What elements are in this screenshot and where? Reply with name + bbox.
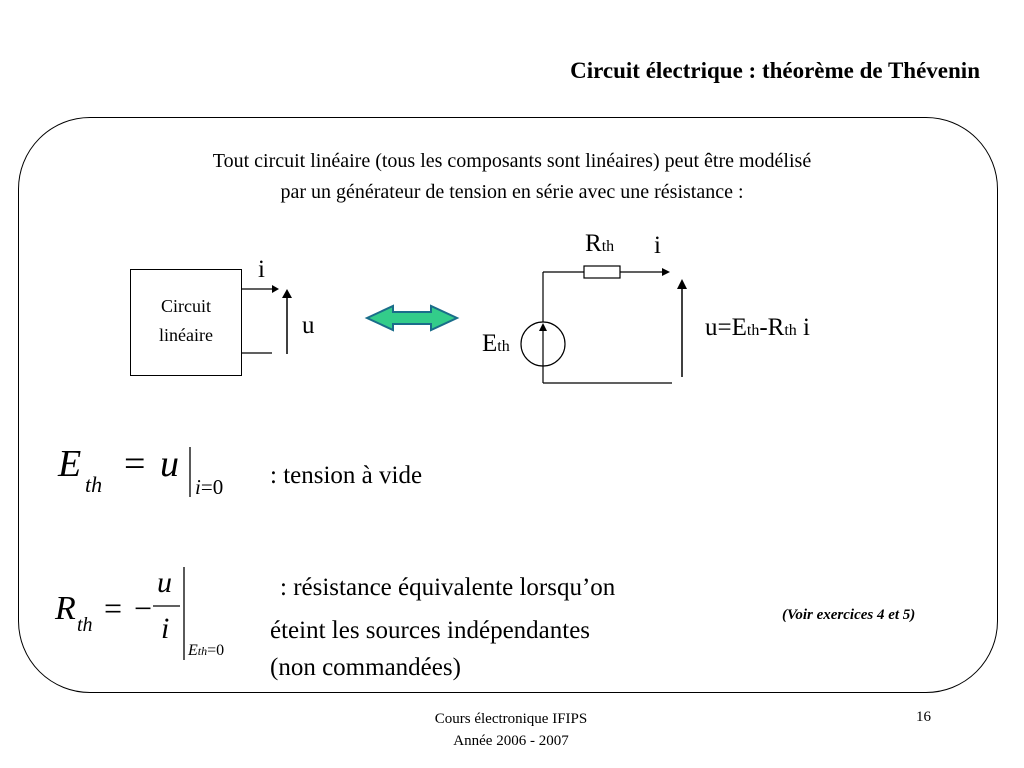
eth-label: Eth [482, 330, 510, 357]
left-voltage-label: u [302, 312, 315, 339]
resistor-rth [583, 265, 621, 279]
eq2-lhs-sub: th [77, 614, 93, 636]
intro-line-1: Tout circuit linéaire (tous les composan… [212, 150, 812, 172]
eq1-lhs-sub: th [85, 472, 103, 497]
footer-course: Cours électronique IFIPS [434, 711, 588, 727]
eq1-rhs: u [160, 443, 179, 485]
exercise-note: (Voir exercices 4 et 5) [782, 607, 916, 623]
left-current-label: i [258, 256, 265, 283]
eq2-denominator: i [161, 612, 170, 645]
eq1-description: : tension à vide [270, 462, 423, 489]
eq2-description-line3: (non commandées) [270, 654, 461, 681]
rth-label: Rth [585, 230, 615, 257]
eq2-numerator: u [157, 566, 172, 599]
eq1-equals: = [124, 443, 146, 485]
content-frame [18, 117, 998, 693]
th-current-arrow [662, 268, 670, 276]
eq2-lhs: R [55, 590, 76, 627]
eq2-condition: Eth=0 [188, 642, 225, 659]
eq2-description-line2: éteint les sources indépendantes [270, 617, 591, 644]
intro-line-2: par un générateur de tension en série av… [280, 181, 744, 203]
eq2-equals: = [104, 590, 123, 626]
eq2-minus: − [134, 590, 153, 626]
linear-circuit-box: Circuit linéaire [130, 269, 242, 376]
box-label-line2: linéaire [159, 325, 213, 345]
eq1-lhs: E [58, 443, 82, 485]
eq2-description-line1: : résistance équivalente lorsqu’on [280, 574, 616, 601]
eq1-condition: i=0 [195, 475, 224, 499]
th-current-label: i [654, 232, 661, 259]
equivalence-arrow [364, 304, 460, 332]
relation-formula: u=Eth-Rth i [705, 314, 810, 341]
box-label-line1: Circuit [161, 296, 211, 316]
left-current-arrow [272, 285, 279, 293]
slide-title: Circuit électrique : théorème de Théveni… [570, 58, 980, 83]
page-number: 16 [916, 709, 931, 725]
footer-year: Année 2006 - 2007 [453, 733, 569, 749]
